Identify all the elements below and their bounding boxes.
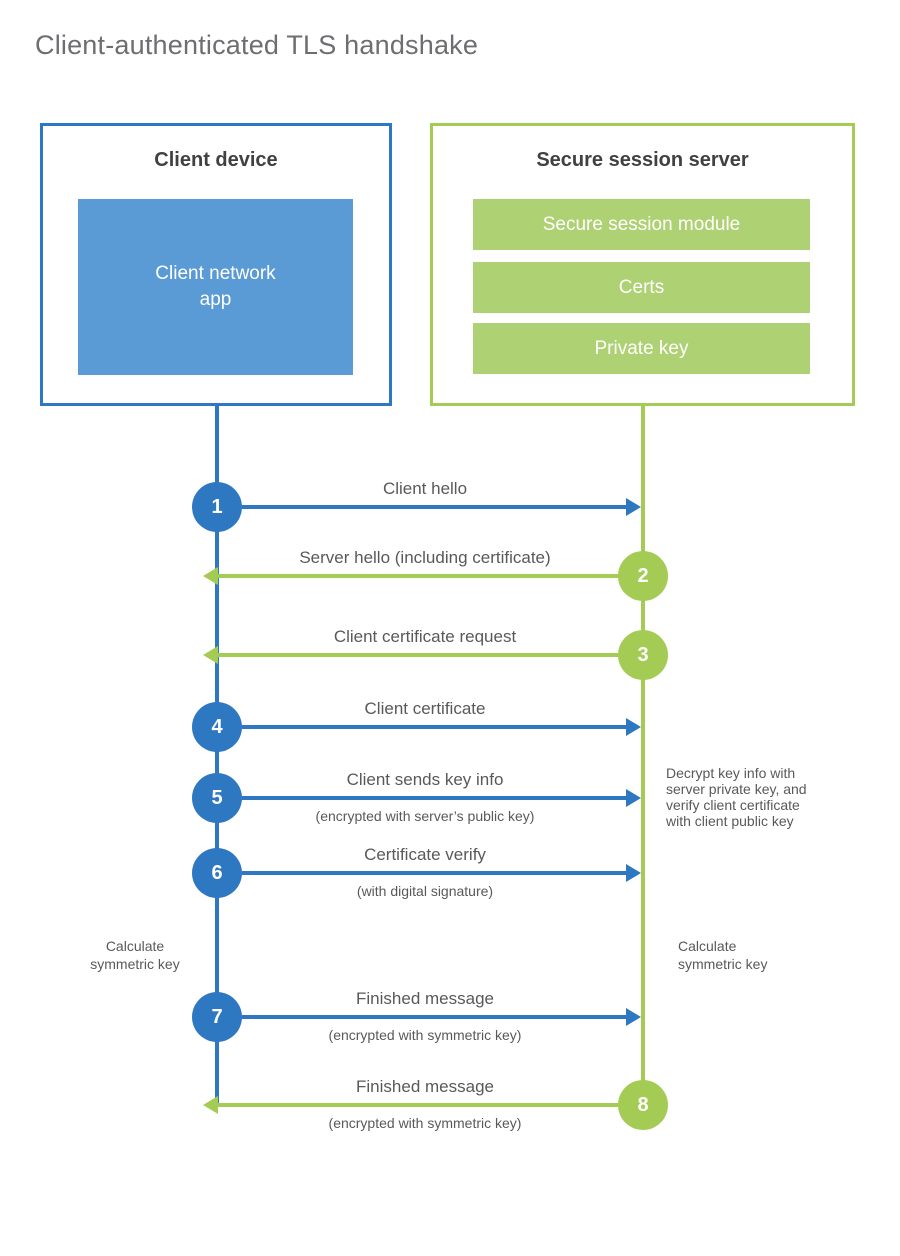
- step-2-badge: 2: [618, 551, 668, 601]
- step-2-arrowhead-icon: [203, 567, 218, 585]
- secure-session-server-title: Secure session server: [536, 149, 749, 171]
- secure-session-server-box: Secure session server Secure session mod…: [430, 123, 855, 406]
- step-5-label: Client sends key info: [346, 770, 504, 789]
- step-1-arrowhead-icon: [626, 498, 641, 516]
- step-8-label: Finished message: [356, 1077, 494, 1096]
- client-calculate-symmetric-key-note: Calculate symmetric key: [90, 938, 180, 972]
- step-2-arrow: [218, 574, 618, 578]
- step-3-arrow: [218, 653, 618, 657]
- step-6-arrowhead-icon: [626, 864, 641, 882]
- server-module-secure-session: Secure session module: [473, 199, 810, 250]
- step-3-badge: 3: [618, 630, 668, 680]
- server-module-private-key: Private key: [473, 323, 810, 374]
- server-module-certs: Certs: [473, 262, 810, 313]
- step-6-arrow: [242, 871, 626, 875]
- server-calculate-symmetric-key-note: Calculate symmetric key: [678, 938, 768, 972]
- step-3-label: Client certificate request: [333, 627, 517, 646]
- step-8-arrow: [218, 1103, 618, 1107]
- step-7-badge: 7: [192, 992, 242, 1042]
- step-6-label: Certificate verify: [364, 845, 486, 864]
- step-5-arrowhead-icon: [626, 789, 641, 807]
- page-title: Client-authenticated TLS handshake: [35, 30, 479, 60]
- step-7-arrowhead-icon: [626, 1008, 641, 1026]
- client-device-box: Client device Client network app: [40, 123, 392, 406]
- step-8-sublabel: (encrypted with symmetric key): [328, 1115, 522, 1131]
- server-lifeline: [641, 405, 645, 1107]
- step-5-sublabel: (encrypted with server’s public key): [315, 808, 535, 824]
- step-1-badge: 1: [192, 482, 242, 532]
- step-4-arrowhead-icon: [626, 718, 641, 736]
- step-1-arrow: [242, 505, 626, 509]
- step-6-badge: 6: [192, 848, 242, 898]
- step-3-arrowhead-icon: [203, 646, 218, 664]
- step-4-label: Client certificate: [364, 699, 486, 718]
- step-8-arrowhead-icon: [203, 1096, 218, 1114]
- client-network-app-box: Client network app: [78, 199, 353, 375]
- client-device-title: Client device: [154, 149, 278, 171]
- step-7-sublabel: (encrypted with symmetric key): [328, 1027, 522, 1043]
- step-1-label: Client hello: [382, 479, 468, 498]
- step-2-label: Server hello (including certificate): [299, 548, 551, 567]
- step-8-badge: 8: [618, 1080, 668, 1130]
- server-decrypt-note: Decrypt key info with server private key…: [666, 765, 807, 829]
- step-5-badge: 5: [192, 773, 242, 823]
- step-7-arrow: [242, 1015, 626, 1019]
- step-7-label: Finished message: [356, 989, 494, 1008]
- step-4-badge: 4: [192, 702, 242, 752]
- client-lifeline: [215, 405, 219, 1107]
- step-6-sublabel: (with digital signature): [356, 883, 494, 899]
- step-4-arrow: [242, 725, 626, 729]
- step-5-arrow: [242, 796, 626, 800]
